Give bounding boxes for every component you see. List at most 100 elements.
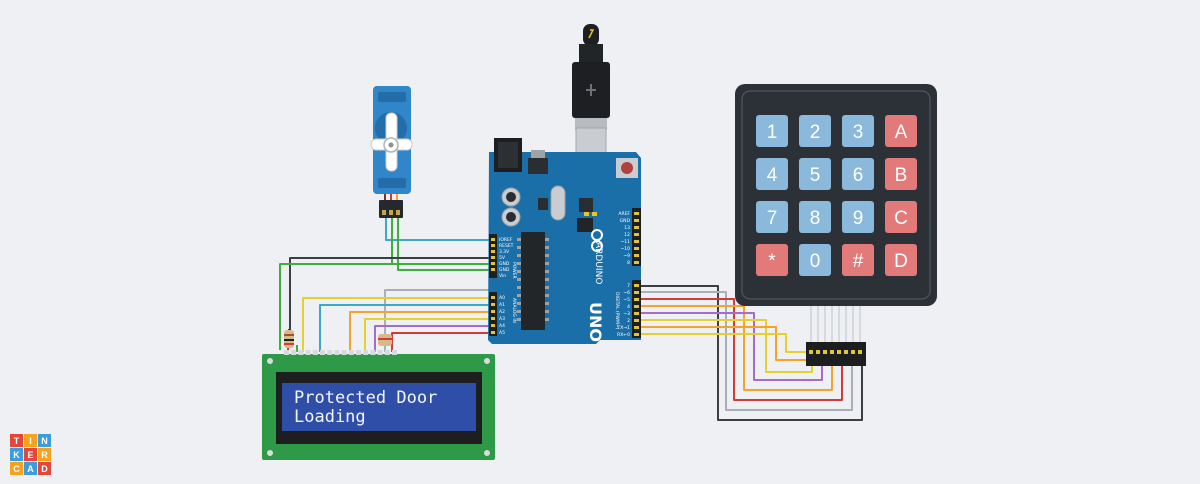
wire-servo-ground [397,218,497,271]
wire-a5 [391,332,497,352]
lcd-resistor[interactable] [284,330,294,348]
pin-label: Vin [499,273,506,279]
pin-label: 12 [624,232,630,238]
keypad-key-label: 6 [853,165,864,186]
keypad-key-hash[interactable]: # [842,244,874,276]
pin-label: A2 [499,309,505,315]
pin-label: A0 [499,295,505,301]
keypad-key-label: D [894,251,908,272]
wire-lcd-gray [384,289,497,352]
logo-letter: R [38,448,51,461]
keypad-key-c[interactable]: C [885,201,917,233]
pin-label: ~10 [621,246,631,252]
logo-letter: D [38,462,51,475]
keypad-key-d[interactable]: D [885,244,917,276]
arduino-brand-label: ARDUINO [593,242,603,284]
keypad-key-label: 4 [767,165,778,186]
logo-letter: C [10,462,23,475]
keypad-key-5[interactable]: 5 [799,158,831,190]
wire-d5 [636,312,823,381]
analog-header-label: ANALOG IN [511,298,517,323]
wire-a2 [349,311,497,352]
keypad-key-a[interactable]: A [885,115,917,147]
wire-a0 [302,297,497,352]
keypad-key-label: 8 [810,208,821,229]
keypad-key-2[interactable]: 2 [799,115,831,147]
usb-cable[interactable] [572,24,610,173]
keypad-key-3[interactable]: 3 [842,115,874,147]
keypad-key-7[interactable]: 7 [756,201,788,233]
arduino-model-label: UNO [586,302,605,342]
wire-d6 [636,305,833,391]
digital-header-label: DIGITAL (PWM~) [614,292,620,330]
keypad-key-label: C [894,208,908,229]
lcd-line-2: Loading [294,407,366,427]
wire-d2 [636,333,808,353]
pin-label: 8 [627,260,630,266]
keypad-key-0[interactable]: 0 [799,244,831,276]
power-header-label: POWER [511,262,517,279]
keypad-key-1[interactable]: 1 [756,115,788,147]
keypad-key-label: 1 [767,122,778,143]
pin-label: AREF [618,211,630,217]
logo-letter: I [24,434,37,447]
wire-d4 [636,319,813,373]
keypad-key-label: # [853,251,864,272]
keypad-key-b[interactable]: B [885,158,917,190]
pin-label: A4 [499,323,505,329]
keypad-key-label: 3 [853,122,864,143]
keypad-4x4[interactable]: 1 2 3 A 4 5 6 B 7 8 9 C * 0 # D [735,84,937,366]
wire-d3 [636,326,808,361]
keypad-key-label: * [768,251,776,272]
keypad-key-4[interactable]: 4 [756,158,788,190]
pin-label: IOREF [499,237,513,243]
wire-a3 [364,318,497,352]
keypad-key-8[interactable]: 8 [799,201,831,233]
lcd-16x2-display[interactable]: Protected Door Loading [262,350,495,460]
wire-lcd-power [279,263,497,350]
pin-label: 7 [627,283,630,289]
keypad-key-grid[interactable]: 1 2 3 A 4 5 6 B 7 8 9 C * 0 # D [756,115,917,276]
logo-letter: K [10,448,23,461]
pin-label: 3.3V [499,249,510,255]
logo-letter: E [24,448,37,461]
keypad-key-label: A [895,122,908,143]
pin-label: 13 [624,225,630,231]
keypad-key-label: 9 [853,208,864,229]
pin-label: 5V [499,255,506,261]
pin-label: ~9 [623,253,630,259]
wire-a1 [319,304,497,352]
keypad-key-9[interactable]: 9 [842,201,874,233]
pin-label: GND [499,267,510,273]
pin-label: RX←0 [617,332,630,338]
pin-label: A1 [499,302,505,308]
keypad-key-6[interactable]: 6 [842,158,874,190]
keypad-key-star[interactable]: * [756,244,788,276]
wire-d7 [636,298,843,401]
keypad-key-label: B [895,165,908,186]
pin-label: A3 [499,316,505,322]
pin-label: 2 [627,318,630,324]
pin-label: ~11 [621,239,631,245]
wire-a4 [374,325,497,352]
servo-motor[interactable] [370,86,413,218]
logo-letter: A [24,462,37,475]
contrast-potentiometer[interactable] [378,334,392,346]
keypad-key-label: 0 [810,251,821,272]
pin-label: ~5 [623,297,630,303]
wire-d8 [636,291,853,411]
keypad-key-label: 2 [810,122,821,143]
pin-label: GND [499,261,510,267]
keypad-key-label: 7 [767,208,778,229]
keypad-key-label: 5 [810,165,821,186]
logo-letter: T [10,434,23,447]
wire-servo-signal [385,218,497,241]
pin-label: ~3 [623,311,630,317]
wire-d9 [636,285,863,421]
lcd-line-1: Protected Door [294,388,437,408]
